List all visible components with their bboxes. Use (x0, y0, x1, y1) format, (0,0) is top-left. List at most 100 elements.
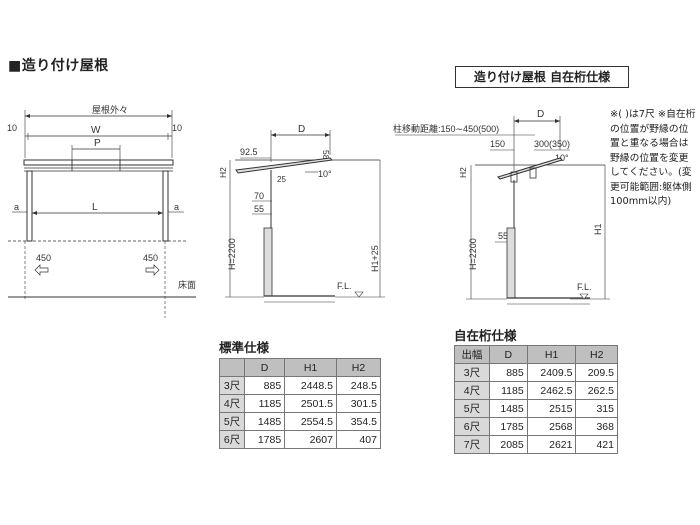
table-row: 3尺 885 2409.5 209.5 (454, 363, 618, 382)
table-cell: 301.5 (335, 394, 382, 413)
overall-width-label: 屋根外々 (92, 104, 128, 115)
table-cell: 2554.5 (284, 412, 337, 431)
dim-300-label: 300(350) (534, 139, 570, 149)
side-section-jizai: D 柱移動距離:150∼450(500) 150 300(350) 10° H2… (393, 109, 610, 305)
d3-label: D (537, 109, 544, 120)
fl-label: F.L. (337, 281, 352, 291)
table-cell: 315 (575, 399, 618, 418)
table-cell: 2462.5 (526, 381, 577, 400)
a-right-label: a (174, 202, 179, 212)
table-cell: 7尺 (454, 435, 490, 454)
floor-label: 床面 (178, 279, 196, 290)
table-cell: 3尺 (219, 376, 245, 395)
table-row: 4尺 1185 2501.5 301.5 (219, 394, 382, 413)
jizai-table-title: 自在桁仕様 (454, 328, 517, 343)
table-cell: 368 (575, 417, 618, 436)
table-cell: 885 (488, 363, 528, 382)
table-cell: 2621 (526, 435, 577, 454)
a-left-label: a (14, 202, 19, 212)
table-cell: 5尺 (454, 399, 490, 418)
left-arrow-icon (34, 264, 49, 276)
note-text: ※( )は7尺 ※自在桁の位置が野縁の位置と重なる場合は野縁の位置を変更してくだ… (610, 109, 696, 207)
table-cell: 3尺 (454, 363, 490, 382)
right-arrow-icon (145, 264, 160, 276)
h2-label: H2 (218, 167, 228, 178)
table-cell: 354.5 (335, 412, 382, 431)
table-cell: 1785 (243, 430, 286, 449)
table-header: 出幅 (454, 345, 490, 364)
table-cell: 2085 (488, 435, 528, 454)
l-label: L (92, 202, 98, 213)
standard-spec-table: D H1 H2 3尺 885 2448.5 248.5 4尺 1185 2501… (219, 358, 382, 449)
left-450-label: 450 (36, 253, 51, 263)
fl3-mark-icon (579, 293, 589, 300)
dim-25-label: 25 (277, 175, 286, 184)
table-cell: 421 (575, 435, 618, 454)
page-title: ■造り付け屋根 (8, 58, 109, 74)
table-cell: 2515 (526, 399, 577, 418)
table-cell: 4尺 (454, 381, 490, 400)
table-cell: 5尺 (219, 412, 245, 431)
table-cell: 4尺 (219, 394, 245, 413)
pillar-range-label: 柱移動距離:150∼450(500) (393, 123, 499, 134)
table-cell: 2409.5 (526, 363, 577, 382)
table-row: 3尺 885 2448.5 248.5 (219, 376, 382, 395)
table-cell: 262.5 (575, 381, 618, 400)
table-cell: 1185 (243, 394, 286, 413)
spec-box-title: 造り付け屋根 自在桁仕様 (455, 66, 629, 88)
standard-table-title: 標準仕様 (219, 340, 270, 355)
table-row: 6尺 1785 2607 407 (219, 430, 382, 449)
dim-925-label: 92.5 (240, 147, 258, 157)
h2-3-label: H2 (458, 167, 468, 178)
table-cell: 885 (243, 376, 286, 395)
table-header-row: 出幅 D H1 H2 (454, 345, 618, 364)
fl3-label: F.L. (577, 282, 592, 292)
table-header: H2 (335, 358, 382, 377)
table-row: 7尺 2085 2621 421 (454, 435, 618, 454)
table-header: H1 (284, 358, 337, 377)
left-margin-label: 10 (7, 123, 17, 133)
table-cell: 209.5 (575, 363, 618, 382)
table-row: 4尺 1185 2462.5 262.5 (454, 381, 618, 400)
table-header-row: D H1 H2 (219, 358, 382, 377)
table-cell: 407 (335, 430, 382, 449)
table-header (219, 358, 245, 377)
table-row: 5尺 1485 2515 315 (454, 399, 618, 418)
p-label: P (94, 138, 101, 149)
table-cell: 1185 (488, 381, 528, 400)
dim-55-label: 55 (254, 204, 264, 214)
h-main-label: H=2200 (227, 238, 237, 270)
table-cell: 1485 (488, 399, 528, 418)
h1-3-label: H1 (593, 223, 603, 235)
table-cell: 248.5 (335, 376, 382, 395)
dim-55-3-label: 55 (498, 231, 508, 241)
angle3-label: 10° (555, 153, 569, 163)
table-cell: 2501.5 (284, 394, 337, 413)
fl-mark-icon (354, 291, 364, 298)
table-cell: 6尺 (219, 430, 245, 449)
h1-label: H1+25 (370, 245, 380, 272)
table-header: H2 (575, 345, 618, 364)
table-cell: 1785 (488, 417, 528, 436)
right-450-label: 450 (143, 253, 158, 263)
right-margin-label: 10 (172, 123, 182, 133)
table-cell: 6尺 (454, 417, 490, 436)
angle-label: 10° (318, 169, 332, 179)
dim-70-label: 70 (254, 191, 264, 201)
table-header: D (488, 345, 528, 364)
w-label: W (91, 125, 101, 136)
table-cell: 2568 (526, 417, 577, 436)
dim-150-label: 150 (490, 139, 505, 149)
front-elevation: 屋根外々 10 10 W P a a L (7, 104, 196, 318)
h-main-3-label: H=2200 (468, 238, 478, 270)
table-row: 6尺 1785 2568 368 (454, 417, 618, 436)
table-cell: 2607 (284, 430, 337, 449)
jizai-spec-table: 出幅 D H1 H2 3尺 885 2409.5 209.5 4尺 1185 2… (454, 345, 618, 454)
table-cell: 2448.5 (284, 376, 337, 395)
table-row: 5尺 1485 2554.5 354.5 (219, 412, 382, 431)
table-cell: 1485 (243, 412, 286, 431)
table-header: D (243, 358, 286, 377)
dim-58-label: 58 (321, 150, 331, 160)
side-section-standard: D 92.5 58 25 10° H2 70 55 H=2200 H1+25 F… (218, 124, 385, 303)
